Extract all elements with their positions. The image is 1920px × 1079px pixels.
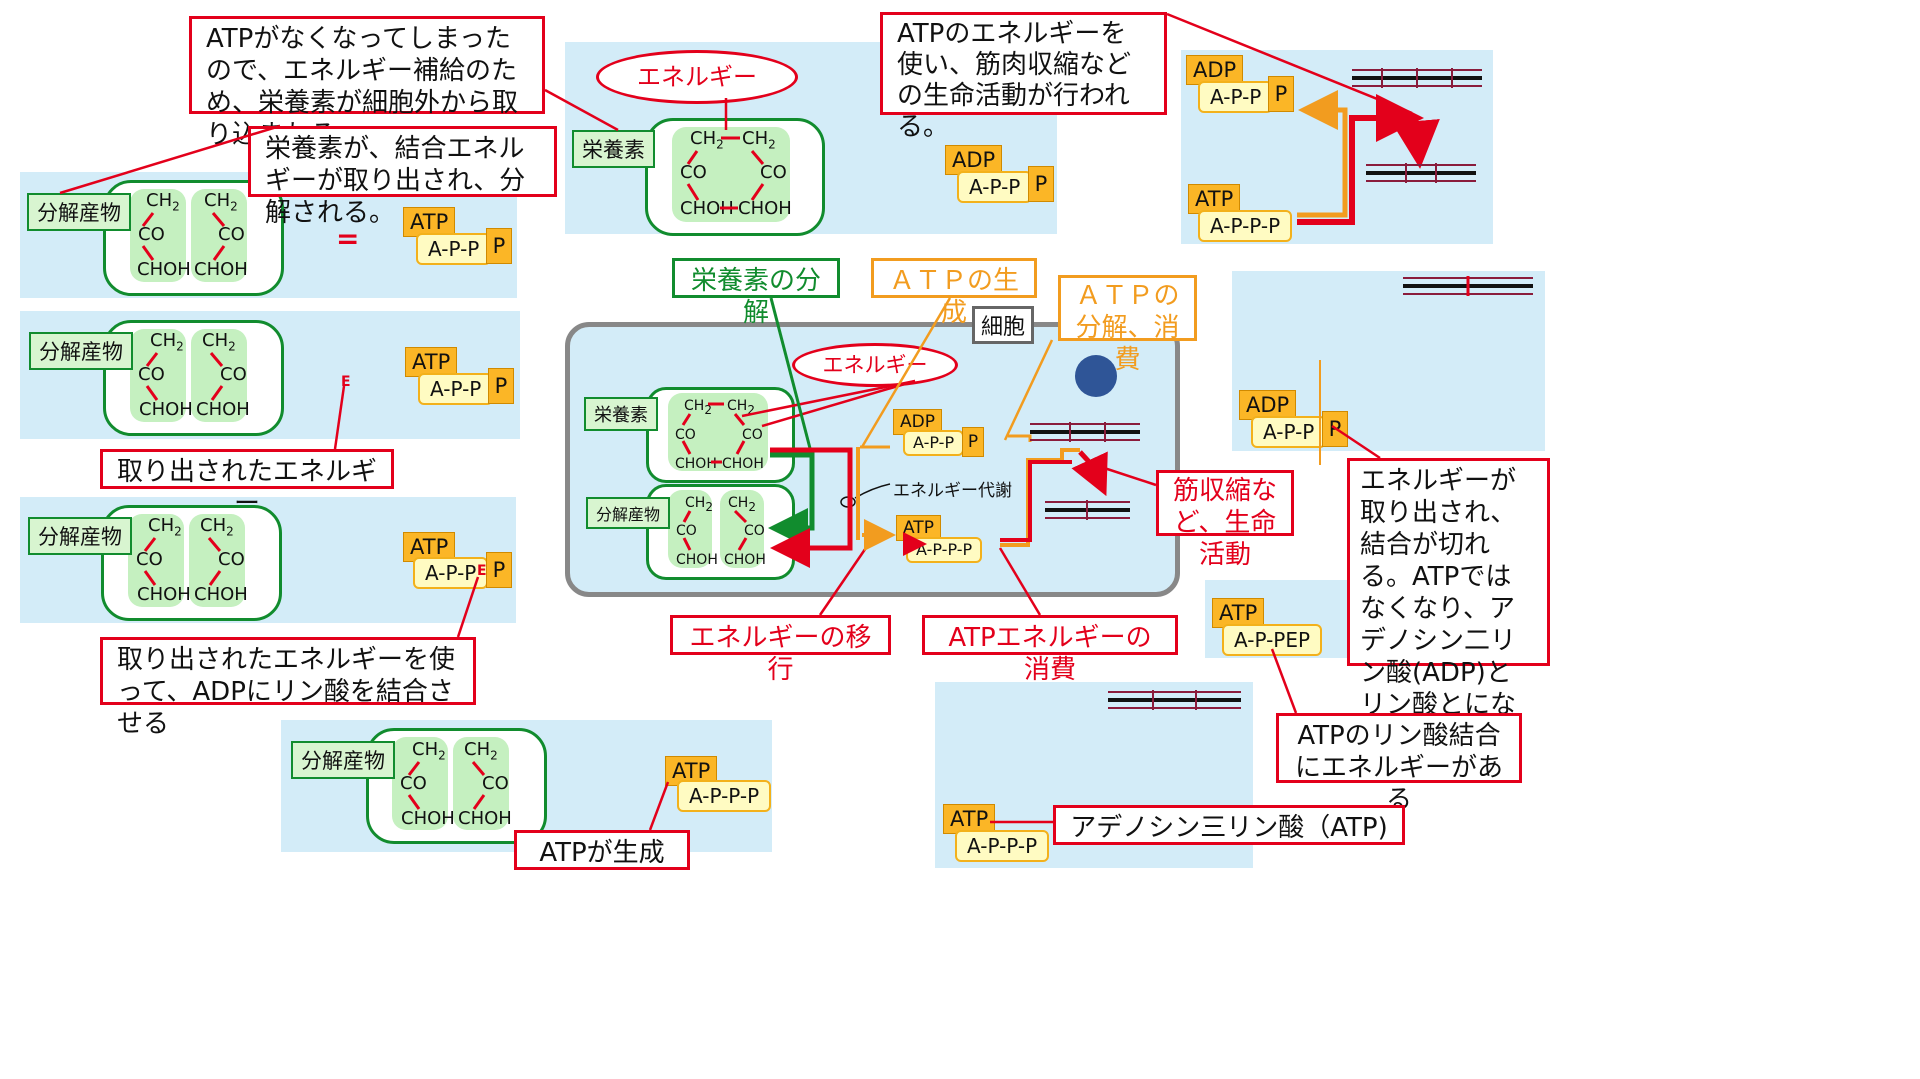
atp-tag-muscle: ATP	[1188, 184, 1241, 214]
p-box-intake: P	[1028, 166, 1054, 202]
callout-atp-energy-consumption: ATPエネルギーの消費	[922, 615, 1178, 685]
decomp-label-1: 分解産物	[27, 193, 131, 231]
energy-e-step3: E	[477, 563, 487, 579]
nucleus	[1075, 355, 1117, 397]
callout-use-energy: 取り出されたエネルギーを使って、ADPにリン酸を結合させる	[100, 637, 476, 739]
cell-flow-arrows	[768, 434, 1108, 568]
muscle-arrows	[1297, 90, 1440, 225]
callout-atp-generation: ＡＴＰの生成	[871, 258, 1037, 328]
formula-bond: A-P-PEP	[1222, 624, 1323, 656]
decomp-label-4: 分解産物	[291, 741, 395, 779]
atp-tag-adenosine: ATP	[943, 804, 996, 834]
callout-muscle-life: 筋収縮など、生命活動	[1156, 470, 1294, 570]
p-box-step2: P	[488, 368, 514, 404]
minus-mark: =	[336, 222, 360, 255]
bond-lines	[141, 136, 765, 810]
formula-cell-adp: A-P-P	[903, 430, 965, 456]
energy-ellipse-intake: エネルギー	[596, 50, 798, 104]
formula-split: A-P-P	[1251, 416, 1327, 448]
adp-tag-split: ADP	[1239, 390, 1297, 420]
callout-atp-consumption: ＡＴＰの 分解、消費	[1058, 275, 1197, 375]
energy-e-step2: E	[341, 374, 351, 390]
p-box-cell: P	[962, 427, 984, 457]
formula-muscle-atp: A-P-P-P	[1198, 210, 1293, 242]
adp-tag-intake: ADP	[945, 145, 1003, 175]
connectors	[59, 12, 1413, 831]
p-box-step1: P	[486, 228, 512, 264]
callout-nutrient-decomp: 栄養素の分解	[672, 258, 840, 328]
callout-atp-formed: ATPが生成	[514, 830, 690, 870]
decomp-label-3: 分解産物	[28, 517, 132, 555]
callout-adenosine: アデノシン三リン酸（ATP)	[1053, 805, 1405, 845]
energy-ellipse-cell: エネルギー	[792, 343, 958, 387]
callout-atp-muscle: ATPのエネルギーを使い、筋肉収縮などの生命活動が行われる。	[880, 12, 1167, 142]
callout-nutrient-split: 栄養素が、結合エネルギーが取り出され、分解される。	[248, 126, 557, 228]
atp-tag-step1: ATP	[403, 207, 456, 237]
p-box-step3: P	[486, 552, 512, 588]
callout-energy-transfer: エネルギーの移行	[670, 615, 891, 685]
nutrient-label-intake: 栄養素	[572, 130, 655, 168]
green-connector	[769, 297, 814, 457]
callout-extracted-energy: 取り出されたエネルギー	[100, 449, 394, 519]
cell-label: 細胞	[972, 306, 1035, 344]
adp-tag-muscle: ADP	[1186, 55, 1244, 85]
atp-tag-bond: ATP	[1212, 598, 1265, 628]
formula-adenosine: A-P-P-P	[955, 830, 1050, 862]
formula-step4: A-P-P-P	[677, 780, 772, 812]
formula-step3: A-P-P	[413, 557, 489, 589]
decomp-label-cell: 分解産物	[586, 497, 671, 529]
callout-bond-cut: エネルギーが取り出され、結合が切れる。ATPではなくなり、アデノシン二リン酸(A…	[1347, 458, 1550, 752]
callout-phosphate-bond: ATPのリン酸結合にエネルギーがある	[1276, 713, 1522, 815]
decomp-label-2: 分解産物	[29, 332, 133, 370]
muscle-fibers	[1030, 68, 1533, 710]
formula-intake: A-P-P	[957, 171, 1033, 203]
energy-metabolism-label: エネルギー代謝	[893, 481, 1012, 501]
formula-step1: A-P-P	[416, 233, 492, 265]
nutrient-label-cell: 栄養素	[584, 397, 658, 431]
p-box-muscle: P	[1268, 76, 1294, 112]
